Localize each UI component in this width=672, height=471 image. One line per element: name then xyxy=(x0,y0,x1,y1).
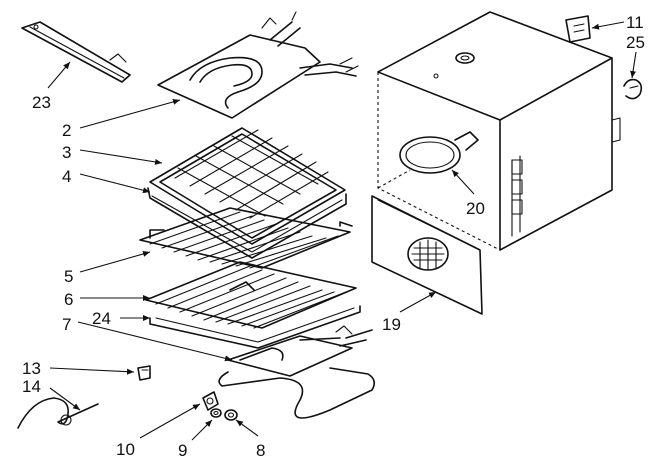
leader-lines xyxy=(47,21,637,441)
callout-9: 9 xyxy=(178,441,187,460)
part-7-bake-element xyxy=(218,325,376,419)
callout-2: 2 xyxy=(62,121,71,140)
callout-23: 23 xyxy=(32,93,51,112)
part-5-upper-rack xyxy=(139,207,353,269)
part-19-fan-cover xyxy=(371,195,483,315)
part-6-lower-rack xyxy=(145,261,357,329)
callout-6: 6 xyxy=(64,290,73,309)
callout-labels: 2 3 4 5 6 7 24 23 13 14 10 9 8 19 20 11 … xyxy=(22,13,645,460)
callout-5: 5 xyxy=(64,267,73,286)
callout-7: 7 xyxy=(62,315,71,334)
part-3-broil-pan-insert xyxy=(149,127,346,245)
part-10-bracket xyxy=(202,391,219,411)
part-11-bracket xyxy=(565,15,591,43)
part-9-washer xyxy=(210,408,222,418)
part-25-clip xyxy=(623,78,643,100)
part-8-nut xyxy=(224,409,238,421)
part-14-sensor xyxy=(17,397,99,429)
callout-24: 24 xyxy=(92,309,111,328)
callout-19: 19 xyxy=(382,315,401,334)
oven-cavity xyxy=(377,11,621,251)
callout-13: 13 xyxy=(22,359,41,378)
part-4-broil-pan xyxy=(147,187,347,259)
callout-14: 14 xyxy=(22,377,41,396)
callout-3: 3 xyxy=(62,143,71,162)
part-13-clip xyxy=(137,365,151,381)
callout-10: 10 xyxy=(116,440,135,459)
part-2-broil-element xyxy=(157,11,359,119)
part-20-fan-ring xyxy=(399,131,479,174)
part-23-rail xyxy=(21,21,131,83)
callout-11: 11 xyxy=(626,13,644,32)
part-24-rack-guide xyxy=(149,305,361,349)
callout-25: 25 xyxy=(626,33,645,52)
callout-8: 8 xyxy=(256,441,265,460)
callout-4: 4 xyxy=(62,167,71,186)
callout-20: 20 xyxy=(466,199,485,218)
